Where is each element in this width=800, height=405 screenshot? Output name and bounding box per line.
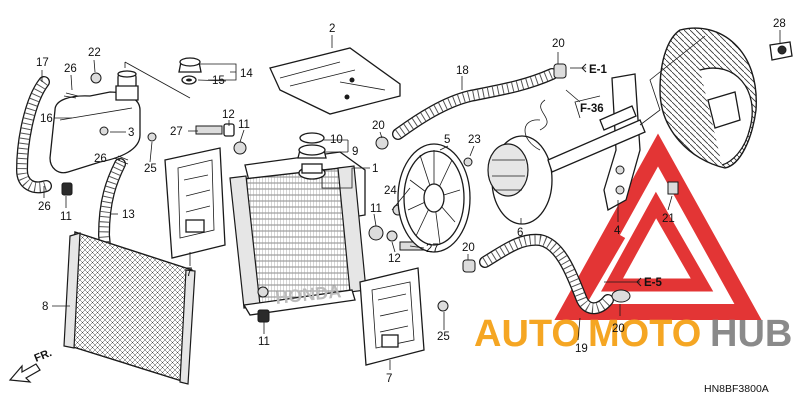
insulator-2 [269, 47, 401, 115]
hose-17 [16, 76, 52, 194]
callout-9: 9 [352, 146, 358, 158]
ref-e5: E-5 [644, 277, 663, 289]
callout-28: 28 [773, 18, 786, 30]
callout-20-hose: 20 [462, 242, 475, 254]
watermark: AUTO MOTO HUB [474, 133, 792, 355]
fan-shroud [659, 27, 793, 169]
callout-27-bottom: 27 [426, 243, 439, 255]
diagram-code: HN8BF3800A [704, 383, 769, 395]
callout-16: 16 [40, 113, 53, 125]
callout-8: 8 [42, 301, 48, 313]
callout-26-mid: 26 [94, 153, 107, 165]
front-label: FR. [33, 347, 54, 365]
ref-e1: E-1 [589, 64, 608, 76]
fan-motor [487, 99, 553, 225]
callout-20-radiator: 20 [372, 120, 385, 132]
callout-7-left: 7 [186, 267, 192, 279]
watermark-moto: MOTO [588, 313, 701, 355]
clamp-20-hose19 [462, 259, 476, 273]
ref-e1-arrow-icon [581, 63, 587, 73]
cooling-fan [397, 143, 471, 253]
callout-11-right: 11 [370, 203, 382, 215]
radiator-cap [297, 132, 327, 159]
callout-11-bottom: 11 [258, 336, 270, 348]
callout-1: 1 [372, 163, 378, 175]
reference-labels: E-1 F-36 E-5 [580, 63, 663, 289]
reserve-tank [49, 70, 141, 174]
grommet-11 [61, 182, 73, 196]
hose-19 [479, 233, 614, 315]
callout-5: 5 [444, 134, 450, 146]
callout-2: 2 [329, 23, 335, 35]
callout-numbers: 2 17 22 26 14 15 16 3 26 26 11 13 27 12 … [36, 18, 786, 385]
ref-e5-arrow-icon [636, 277, 642, 287]
clamp-20-lower [611, 289, 631, 303]
callout-10: 10 [330, 134, 343, 146]
callout-26-top: 26 [64, 63, 77, 75]
callout-15: 15 [212, 75, 225, 87]
callout-11-tank: 11 [60, 211, 72, 223]
callout-7-right: 7 [386, 373, 392, 385]
callout-3: 3 [128, 127, 134, 139]
callout-13: 13 [122, 209, 135, 221]
bolt-22 [90, 72, 102, 84]
callout-6: 6 [517, 227, 523, 239]
callout-17: 17 [36, 57, 49, 69]
watermark-hub: HUB [710, 313, 792, 355]
callout-26-bottom: 26 [38, 201, 51, 213]
callout-25-right: 25 [437, 331, 450, 343]
hose-13 [98, 158, 126, 264]
callout-12-top: 12 [222, 109, 235, 121]
side-shroud-left [164, 147, 226, 259]
callout-4: 4 [614, 225, 621, 237]
callout-11-top: 11 [238, 119, 250, 131]
fan-stay [547, 73, 679, 212]
hose-18 [392, 68, 558, 140]
callout-12-bottom: 12 [388, 253, 401, 265]
radiator-grille [63, 231, 196, 385]
watermark-auto: AUTO [474, 313, 581, 355]
callout-18: 18 [456, 65, 469, 77]
front-direction: FR. [8, 347, 54, 383]
ref-f36: F-36 [580, 103, 604, 115]
callout-21: 21 [662, 213, 675, 225]
callout-23: 23 [468, 134, 481, 146]
clamp-20-upper [553, 63, 567, 79]
callout-19: 19 [575, 343, 588, 355]
reserve-cap [178, 57, 202, 85]
side-shroud-right [359, 267, 425, 366]
callout-24: 24 [384, 185, 397, 197]
callout-14: 14 [240, 68, 253, 80]
callout-25-left: 25 [144, 163, 157, 175]
leader-lines [41, 30, 781, 370]
collar-3 [99, 126, 109, 136]
callout-27-top: 27 [170, 126, 183, 138]
callout-22: 22 [88, 47, 101, 59]
radiator-core: HONDA [229, 151, 367, 316]
callout-20-upper: 20 [552, 38, 565, 50]
front-arrow-icon [8, 363, 41, 383]
callout-20-lower: 20 [612, 323, 625, 335]
